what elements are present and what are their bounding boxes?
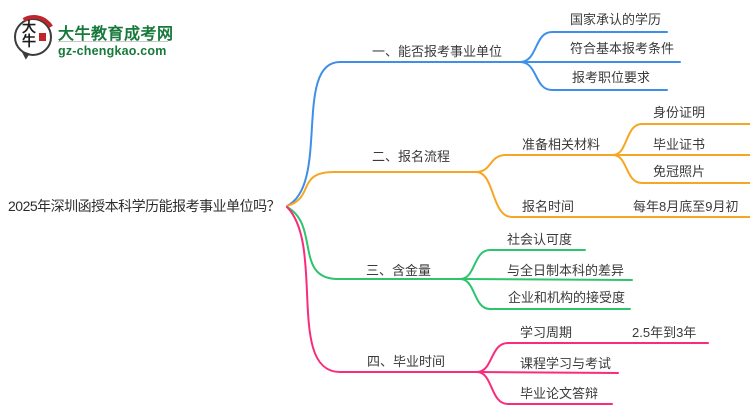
branch-label-can-apply: 一、能否报考事业单位 [372, 44, 503, 59]
node-prepare-materials: 准备相关材料 [522, 137, 601, 152]
node-signup-time: 报名时间 [522, 199, 575, 214]
branch-label-graduation-time: 四、毕业时间 [367, 354, 446, 369]
branch-lines-graduation-time [286, 206, 709, 405]
node-position-requirements: 报考职位要求 [572, 70, 651, 85]
node-study-period-value: 2.5年到3年 [632, 325, 697, 340]
node-id-photo: 免冠照片 [653, 164, 706, 179]
central-topic: 2025年深圳函授本科学历能报考事业单位吗？ [8, 198, 281, 214]
node-study-period: 学习周期 [520, 325, 573, 340]
node-diploma: 毕业证书 [653, 137, 706, 152]
site-logo: 大牛 大牛教育成考网 gz-chengkao.com [7, 10, 234, 66]
node-signup-time-value: 每年8月底至9月初 [633, 199, 739, 214]
logo-bull-badge-icon: 大牛 [7, 10, 61, 64]
node-social-recognition: 社会认可度 [507, 232, 573, 247]
node-thesis-defense: 毕业论文答辩 [520, 386, 599, 401]
node-meet-basic-requirements: 符合基本报考条件 [570, 41, 675, 56]
logo-badge-characters: 大牛 [22, 21, 36, 50]
logo-red-seal [39, 33, 46, 41]
node-identity-proof: 身份证明 [653, 105, 706, 120]
logo-site-name: 大牛教育成考网 [58, 26, 174, 43]
logo-speech-tail [19, 50, 30, 61]
node-coursework-and-exams: 课程学习与考试 [520, 356, 612, 371]
branch-lines-value [286, 206, 633, 310]
branch-lines-signup-process [286, 123, 750, 218]
logo-divider [58, 41, 168, 42]
branch-label-value: 三、含金量 [366, 263, 432, 278]
node-state-recognized-degree: 国家承认的学历 [570, 12, 662, 27]
node-employer-acceptance: 企业和机构的接受度 [508, 290, 626, 305]
node-difference-from-fulltime: 与全日制本科的差异 [507, 263, 625, 278]
branch-label-signup-process: 二、报名流程 [372, 149, 451, 164]
logo-domain: gz-chengkao.com [58, 44, 167, 58]
branch-lines-can-apply [286, 31, 681, 207]
